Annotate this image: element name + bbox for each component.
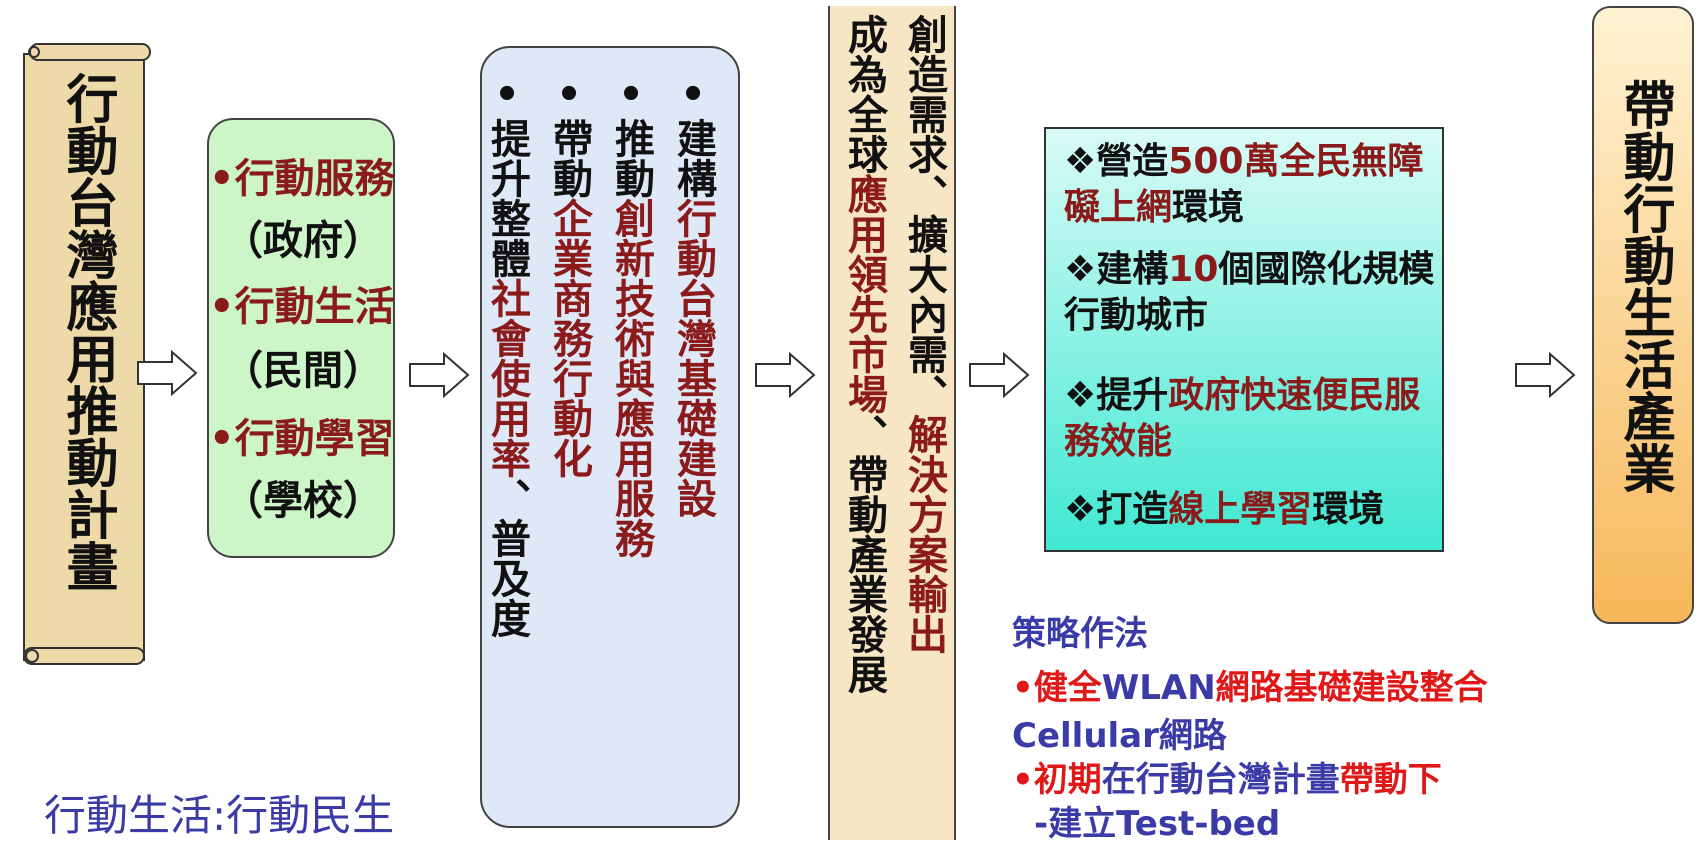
strategy-line-3: •初期在行動台灣計畫帶動下 xyxy=(1012,760,1442,800)
right-arrow-icon xyxy=(409,352,470,398)
strategy-heading: 策略作法 xyxy=(1012,614,1148,654)
goals-box: •建構行動台灣基礎建設 •推動創新技術與應用服務 •帶動企業商務行動化 •提升整… xyxy=(480,46,740,828)
service-item-3-sub: （學校） xyxy=(223,478,383,524)
footer-text: 行動生活:行動民生 xyxy=(44,791,395,840)
service-item-3: •行動學習 xyxy=(209,416,395,462)
diamond-bullet-icon: ❖ xyxy=(1064,141,1097,182)
right-arrow-icon xyxy=(137,350,198,396)
goal-column-4: •提升整體社會使用率、普及度 xyxy=(484,72,530,638)
bullet-icon: • xyxy=(209,156,235,202)
service-item-1: •行動服務 xyxy=(209,156,395,202)
targets-box: ❖營造500萬全民無障礙上網環境 ❖建構10個國際化規模行動城市 ❖提升政府快速… xyxy=(1044,127,1444,552)
plan-scroll: 行動台灣應用推動計畫 xyxy=(22,42,152,672)
goal-column-3: •帶動企業商務行動化 xyxy=(546,72,592,478)
plan-title: 行動台灣應用推動計畫 xyxy=(57,72,117,592)
diamond-bullet-icon: ❖ xyxy=(1064,375,1097,416)
right-arrow-icon xyxy=(1515,352,1576,398)
bullet-icon: • xyxy=(209,416,235,462)
services-box: •行動服務 （政府） •行動生活 （民間） •行動學習 （學校） xyxy=(207,118,395,558)
strategy-line-4: -建立Test-bed xyxy=(1034,804,1281,844)
demand-column: 創造需求、擴大內需、解決方案輸出 成為全球應用領先市場、帶動產業發展 xyxy=(828,6,956,840)
target-item-3: ❖提升政府快速便民服務效能 xyxy=(1064,375,1421,462)
right-arrow-icon xyxy=(755,352,816,398)
target-item-1: ❖營造500萬全民無障礙上網環境 xyxy=(1064,141,1424,228)
demand-line-1: 創造需求、擴大內需、解決方案輸出 xyxy=(901,14,947,654)
diamond-bullet-icon: ❖ xyxy=(1064,249,1097,290)
strategy-line-2: Cellular網路 xyxy=(1012,716,1227,756)
bullet-icon: • xyxy=(209,284,235,330)
target-item-2: ❖建構10個國際化規模行動城市 xyxy=(1064,249,1435,336)
diamond-bullet-icon: ❖ xyxy=(1064,489,1097,530)
target-item-4: ❖打造線上學習環境 xyxy=(1064,489,1385,530)
service-item-2: •行動生活 xyxy=(209,284,395,330)
outcome-box: 帶動行動生活產業 xyxy=(1592,6,1694,624)
goal-column-2: •推動創新技術與應用服務 xyxy=(608,72,654,558)
demand-line-2: 成為全球應用領先市場、帶動產業發展 xyxy=(841,14,887,694)
right-arrow-icon xyxy=(969,352,1030,398)
goal-column-1: •建構行動台灣基礎建設 xyxy=(670,72,716,518)
scroll-icon xyxy=(23,43,151,665)
service-item-1-sub: （政府） xyxy=(223,218,383,264)
strategy-line-1: •健全WLAN網路基礎建設整合 xyxy=(1012,668,1488,708)
outcome-title: 帶動行動生活產業 xyxy=(1614,78,1674,494)
service-item-2-sub: （民間） xyxy=(223,348,383,394)
